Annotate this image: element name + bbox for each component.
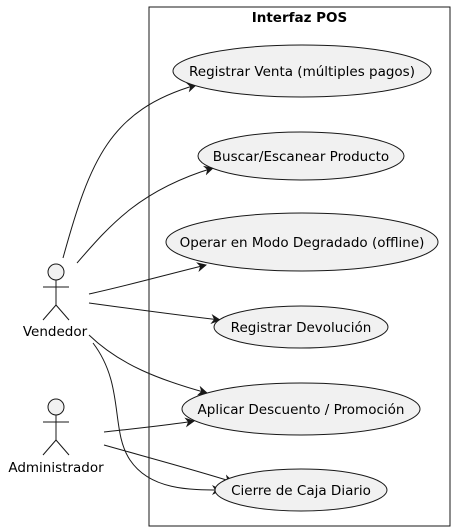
association-vendedor-uc4 [88,302,221,324]
use-case-ellipse [165,212,439,272]
actor-head [47,263,65,281]
system-title: Interfaz POS [252,10,348,26]
actor-left-leg [42,304,57,321]
use-case-label: Registrar Devolución [231,320,372,336]
association-vendedor-uc6 [92,342,222,495]
actor-label-administrador: Administrador [8,460,104,476]
use-case-uc2: Buscar/Escanear Producto [197,131,405,181]
actor-left-leg [42,439,57,456]
use-case-label: Operar en Modo Degradado (offline) [180,235,425,251]
use-case-label: Aplicar Descuento / Promoción [198,402,405,418]
use-case-uc5: Aplicar Descuento / Promoción [181,382,421,436]
use-case-uc6: Cierre de Caja Diario [214,468,388,512]
actor-label-vendedor: Vendedor [23,324,88,340]
actor-administrador [42,398,70,456]
use-case-uc1: Registrar Venta (múltiples pagos) [172,44,432,98]
actor-right-leg [55,439,70,456]
use-case-ellipse [213,305,389,349]
use-case-uc3: Operar en Modo Degradado (offline) [165,212,439,272]
association-vendedor-uc2 [76,165,214,264]
actor-vendedor [42,263,70,321]
association-vendedor-uc1 [62,82,197,259]
use-case-ellipse [197,131,405,181]
use-case-label: Registrar Venta (múltiples pagos) [189,64,415,80]
association-administrador-uc5 [103,417,195,433]
use-case-label: Buscar/Escanear Producto [213,149,389,165]
system-boundary [148,6,451,527]
association-vendedor-uc5 [88,334,208,396]
actor-right-leg [55,304,70,321]
use-case-label: Cierre de Caja Diario [231,483,371,499]
association-vendedor-uc3 [88,262,207,295]
associations [62,82,234,495]
actor-head [47,398,65,416]
use-case-ellipse [214,468,388,512]
use-case-ellipse [181,382,421,436]
use-case-ellipse [172,44,432,98]
association-administrador-uc6 [103,444,234,485]
use-case-uc4: Registrar Devolución [213,305,389,349]
